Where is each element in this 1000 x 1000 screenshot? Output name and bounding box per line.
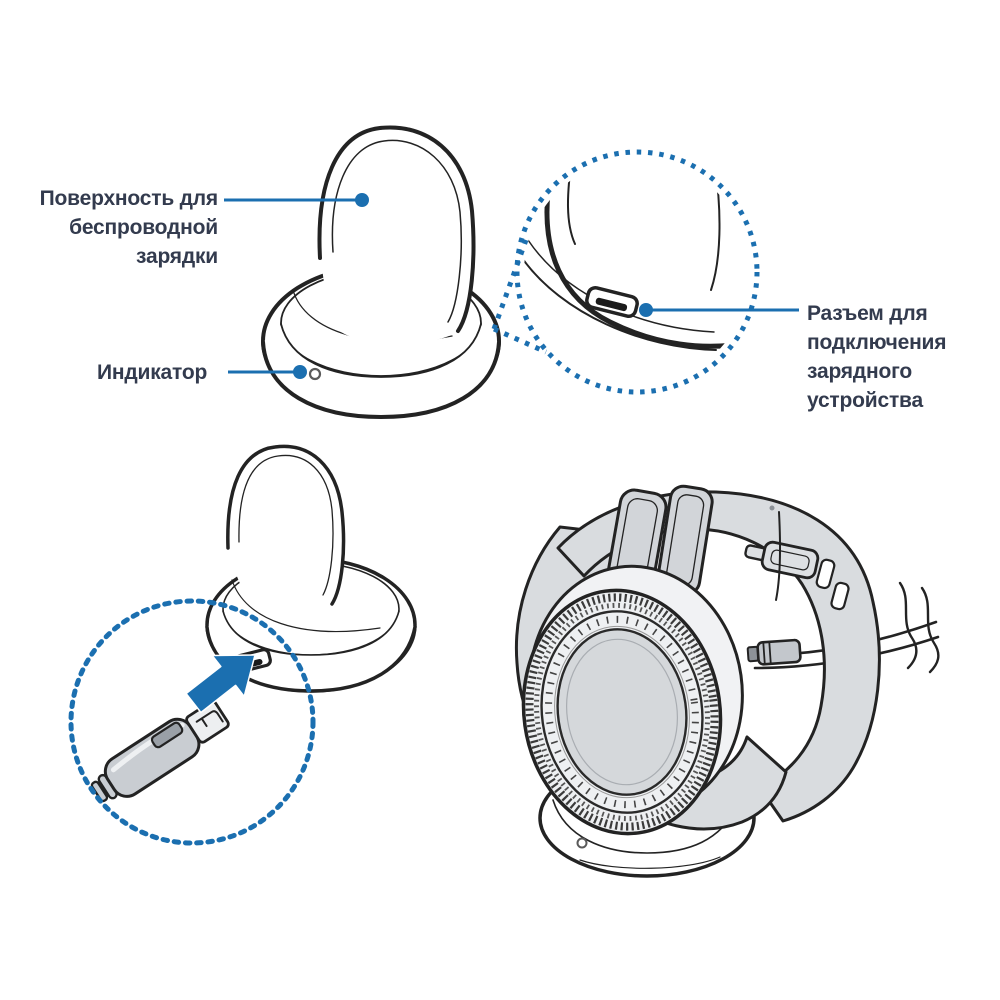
wireless-surface-label: Поверхность для беспроводной зарядки [8, 184, 219, 271]
strap-hole-2 [830, 581, 850, 611]
dock2-dish-curve [231, 579, 381, 633]
indicator-line-1: Индикатор [97, 361, 208, 384]
zoom-dome-left-edge [567, 159, 576, 245]
strap-buckle [744, 540, 820, 580]
connector-line-4: устройства [807, 389, 923, 412]
zoom-rim-line2 [524, 257, 717, 351]
dock2-dome-echo [238, 454, 334, 596]
leader-dot-connector [639, 303, 653, 317]
leader-annotations [224, 193, 799, 379]
zoom-dome-right-edge [710, 164, 721, 291]
dock2-dome-outline [226, 444, 346, 606]
indicator-label: Индикатор [97, 358, 207, 387]
magnifier-circle-icon [514, 149, 760, 395]
wireless-surface-line-2: беспроводной [69, 216, 218, 239]
connector-label: Разъем для подключения зарядного устройс… [807, 299, 997, 415]
plug-tip-glyph [195, 710, 224, 728]
leader-dot-surface [355, 193, 369, 207]
indicator-led-dock3 [576, 837, 588, 849]
cable-break-wave2 [920, 586, 940, 674]
cable-break-wave1 [898, 581, 918, 670]
dock-cable-insertion [68, 444, 417, 846]
dock-front-band-fill [263, 325, 499, 417]
dock-band-outer [261, 340, 501, 419]
watch-dial [556, 628, 688, 796]
magnifier-tail-lower [492, 326, 548, 355]
bezel-minute-ticks [545, 615, 699, 809]
dock2-dome-fill [228, 446, 344, 612]
watch-on-dock [514, 484, 940, 878]
charging-dock-side-view [261, 125, 501, 419]
dock2-front-band-fill [207, 612, 415, 691]
wireless-surface-line-3: зарядки [136, 245, 218, 268]
dock3-band-lower [579, 856, 721, 869]
connector-line-1: Разъем для [807, 302, 928, 325]
bezel-knurl-inner [534, 602, 710, 822]
watch-bezel [521, 588, 723, 836]
magnifier-circle-icon-2 [68, 598, 316, 846]
strap-hole-1 [815, 558, 836, 590]
plug-arrow-icon [185, 654, 256, 714]
usb-cable-plug [90, 700, 230, 803]
strap-end-seam [775, 511, 781, 601]
leader-dot-indicator [293, 365, 307, 379]
dock-dome-fill [320, 127, 474, 345]
dial-inner-ring [565, 638, 679, 786]
zoom-base-bold-edge [544, 189, 750, 349]
dock2-band-inner [222, 610, 400, 656]
dock-dome-echo [331, 139, 462, 323]
connector-line-2: подключения [807, 331, 947, 354]
callout-zoomed-dock-edge [524, 159, 750, 351]
magnifier-tail-upper [491, 239, 529, 330]
usb-port-zoomed [585, 285, 639, 319]
zoom-rim-line1 [527, 239, 715, 333]
dock3-band-inner [552, 799, 739, 854]
dock-dome-outline [317, 125, 476, 333]
connector-line-3: зарядного [807, 360, 912, 383]
indicator-led [308, 367, 322, 381]
strap-pin [769, 505, 775, 511]
connector-callout [491, 149, 760, 395]
charger-plug-inserted [746, 638, 802, 666]
wireless-surface-line-1: Поверхность для [39, 187, 219, 210]
dock-band-inner [280, 323, 482, 378]
plug-rib-2 [90, 780, 109, 803]
plug-slot-detail [150, 721, 184, 749]
